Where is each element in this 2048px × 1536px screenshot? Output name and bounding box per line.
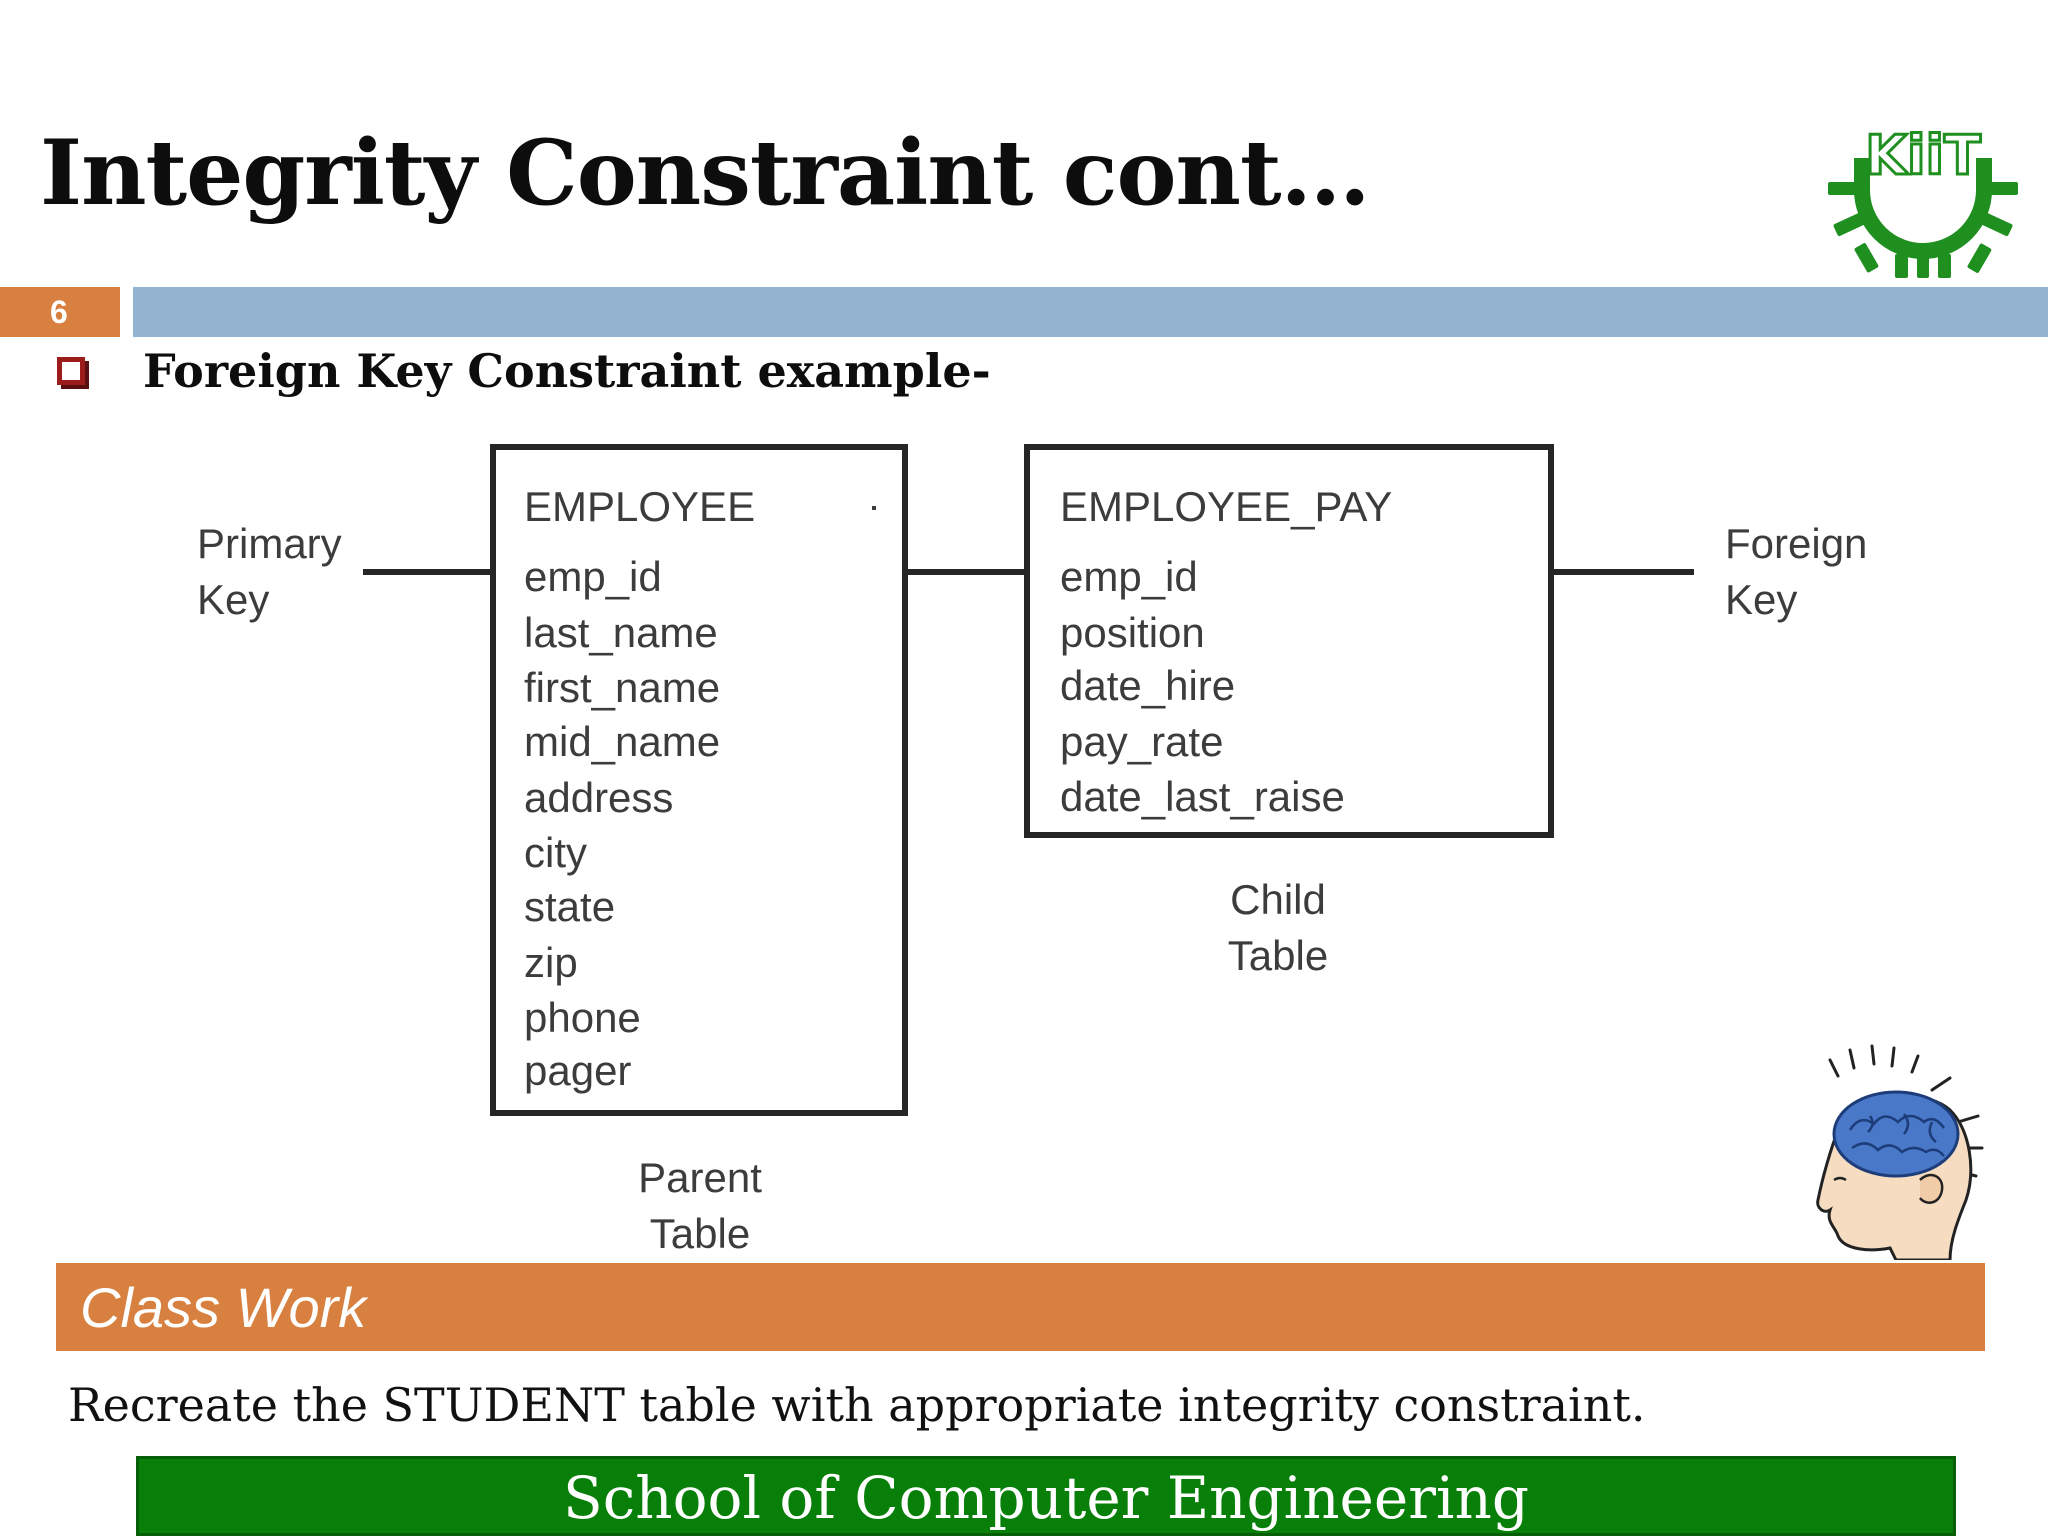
primary-key-connector (363, 569, 493, 575)
employee-pay-field: date_last_raise (1060, 773, 1345, 820)
child-caption-line1: Child (1230, 876, 1326, 923)
foreign-key-label: Foreign Key (1725, 516, 1867, 628)
foreign-key-label-line2: Key (1725, 576, 1798, 623)
employee-table-title: EMPLOYEE (524, 483, 756, 530)
employee-field: city (524, 829, 587, 876)
employee-field: pager (524, 1047, 632, 1094)
primary-key-label: Primary Key (197, 516, 342, 628)
child-caption-line2: Table (1227, 932, 1329, 979)
employee-pay-field: position (1060, 609, 1205, 656)
employee-field: last_name (524, 609, 718, 656)
parent-caption-line2: Table (649, 1210, 751, 1257)
child-table-caption: Child Table (1178, 872, 1378, 984)
bullet-checkbox-icon (57, 357, 85, 385)
class-work-heading: Class Work (80, 1276, 367, 1339)
primary-key-label-line2: Key (197, 576, 270, 623)
employee-field: first_name (524, 664, 721, 711)
employee-pay-field: emp_id (1060, 553, 1198, 600)
parent-caption-line1: Parent (638, 1154, 762, 1201)
class-work-banner (56, 1263, 1985, 1351)
stray-dot (872, 506, 876, 510)
class-work-text: Recreate the STUDENT table with appropri… (68, 1378, 1646, 1432)
parent-table-caption: Parent Table (600, 1150, 800, 1262)
employee-pay-table: EMPLOYEE_PAY emp_id position date_hire p… (1024, 444, 1554, 838)
svg-text:KiiT: KiiT (1865, 124, 1981, 187)
employee-field: state (524, 883, 616, 930)
slide-title: Integrity Constraint cont… (40, 120, 1371, 226)
employee-pay-field: pay_rate (1060, 718, 1224, 765)
header-bar (133, 287, 2048, 337)
foreign-key-label-line1: Foreign (1725, 520, 1868, 567)
employee-field: emp_id (524, 553, 662, 600)
employee-field: address (524, 774, 674, 821)
footer-bar (136, 1456, 1956, 1536)
slide-number: 6 (0, 287, 120, 337)
employee-table: EMPLOYEE emp_id last_name first_name mid… (490, 444, 908, 1116)
bullet-text: Foreign Key Constraint example- (143, 344, 991, 398)
employee-pay-table-title: EMPLOYEE_PAY (1060, 483, 1393, 530)
thinking-head-illustration (1816, 1044, 1984, 1260)
employee-pay-field: date_hire (1060, 662, 1236, 709)
table-relationship-connector (906, 569, 1030, 575)
foreign-key-connector (1552, 569, 1694, 575)
employee-field: mid_name (524, 718, 721, 765)
primary-key-label-line1: Primary (197, 520, 342, 567)
kiit-logo: KiiT (1828, 123, 2018, 278)
employee-field: zip (524, 939, 578, 986)
footer-text: School of Computer Engineering (563, 1464, 1529, 1532)
employee-field: phone (524, 994, 641, 1041)
